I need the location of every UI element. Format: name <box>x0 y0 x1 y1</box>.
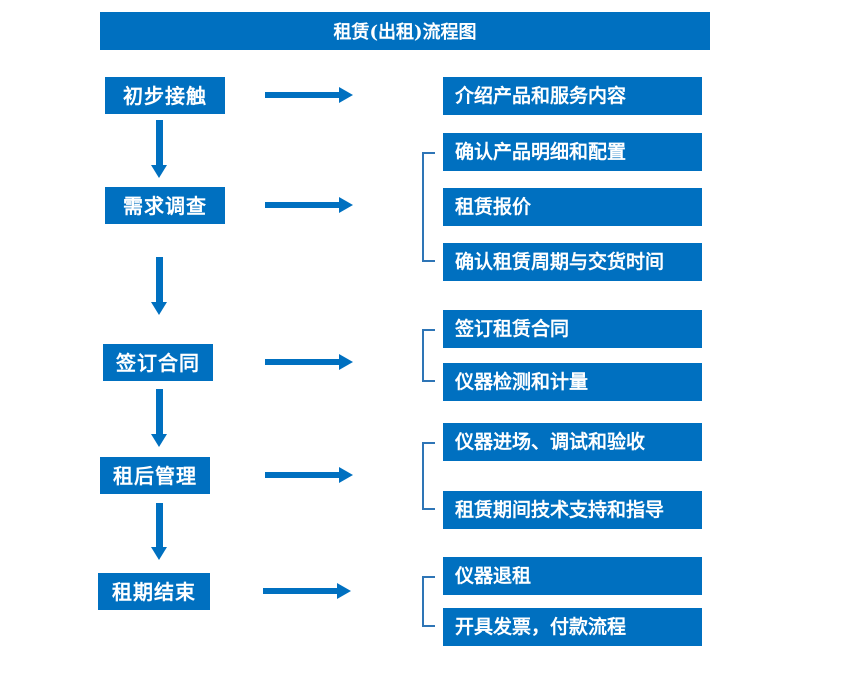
detail-invoice-payment: 开具发票，付款流程 <box>443 608 702 646</box>
arrow-right-demand-survey-icon <box>265 197 353 213</box>
step-demand-survey: 需求调查 <box>105 187 225 224</box>
arrow-down-survey-to-contract-icon <box>150 257 168 315</box>
arrow-right-post-rental-icon <box>265 467 353 483</box>
flowchart-title-bar: 租赁(出租)流程图 <box>100 12 710 50</box>
arrow-right-sign-contract-icon <box>265 354 353 370</box>
step-lease-end: 租期结束 <box>98 573 210 610</box>
arrow-right-lease-end-icon <box>263 583 351 599</box>
bracket-post-rental-details-icon <box>422 442 435 510</box>
step-post-rental-management: 租后管理 <box>100 457 210 494</box>
step-initial-contact: 初步接触 <box>105 77 225 114</box>
detail-confirm-product-config: 确认产品明细和配置 <box>443 133 702 171</box>
arrow-right-initial-contact-icon <box>265 87 353 103</box>
detail-instrument-entry-acceptance: 仪器进场、调试和验收 <box>443 423 702 461</box>
arrow-down-management-to-end-icon <box>150 503 168 560</box>
step-sign-contract: 签订合同 <box>103 344 213 381</box>
bracket-lease-end-details-icon <box>422 576 435 627</box>
arrow-down-initial-to-survey-icon <box>150 120 168 178</box>
detail-sign-rental-contract: 签订租赁合同 <box>443 310 702 348</box>
detail-confirm-period-delivery: 确认租赁周期与交货时间 <box>443 243 702 281</box>
detail-intro-products-services: 介绍产品和服务内容 <box>443 77 702 115</box>
bracket-demand-survey-details-icon <box>422 152 435 262</box>
detail-instrument-return: 仪器退租 <box>443 557 702 595</box>
detail-rental-quotation: 租赁报价 <box>443 188 702 226</box>
detail-instrument-testing: 仪器检测和计量 <box>443 363 702 401</box>
detail-technical-support: 租赁期间技术支持和指导 <box>443 491 702 529</box>
arrow-down-contract-to-management-icon <box>150 389 168 447</box>
flowchart-title: 租赁(出租)流程图 <box>333 22 477 43</box>
bracket-sign-contract-details-icon <box>422 329 435 382</box>
